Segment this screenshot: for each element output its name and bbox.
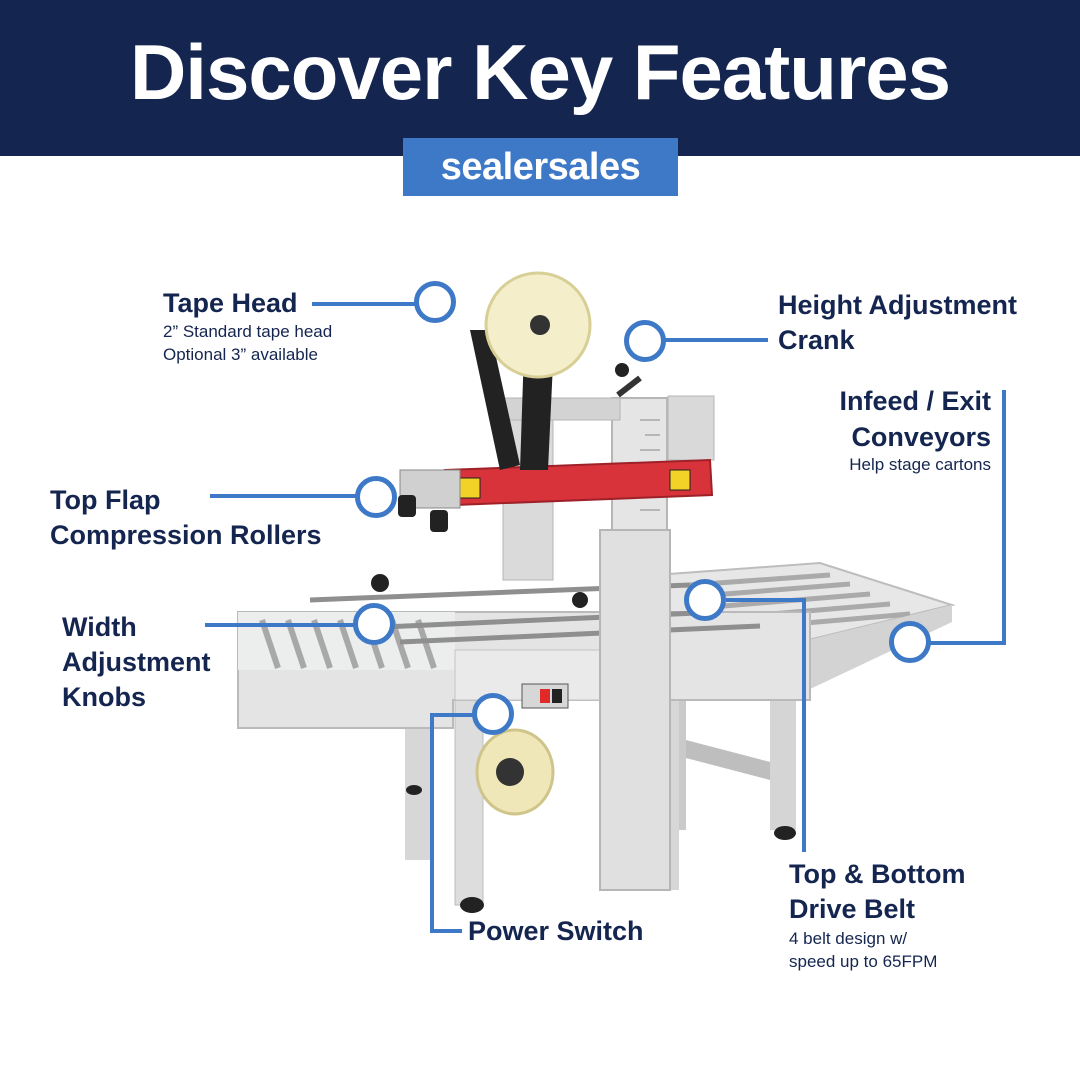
tape-head-arm: [470, 330, 520, 470]
drive-belt-detail-2: speed up to 65FPM: [789, 952, 938, 971]
top-flap-title-1: Top Flap: [50, 485, 161, 515]
tape-head-detail-1: 2” Standard tape head: [163, 322, 333, 341]
compression-roller: [398, 495, 416, 517]
leg-foot-3: [406, 785, 422, 795]
drive-belt-hotspot[interactable]: [684, 579, 726, 621]
height-crank-connector: [664, 338, 768, 342]
infeed-exit-title-1: Infeed / Exit: [839, 386, 991, 416]
height-adjustment-title-2: Crank: [778, 325, 855, 355]
top-tape-hub: [530, 315, 550, 335]
tape-head-detail-2: Optional 3” available: [163, 345, 318, 364]
tape-head-hotspot[interactable]: [414, 281, 456, 323]
rear-cross-brace: [686, 740, 770, 780]
front-left-leg: [454, 699, 484, 906]
compression-roller-2: [430, 510, 448, 532]
warning-label: [459, 477, 481, 499]
infeed-exit-connector-vertical: [1002, 390, 1006, 644]
width-adjustment-connector: [205, 623, 357, 627]
width-knob: [371, 574, 389, 592]
infeed-exit-connector-horizontal: [930, 641, 1006, 645]
power-switch-connector-end: [430, 929, 462, 933]
leg-foot-2: [774, 826, 796, 840]
height-crank-hotspot[interactable]: [624, 320, 666, 362]
drive-belt-connector-vertical: [802, 598, 806, 852]
drive-belt-connector-horizontal: [726, 598, 806, 602]
drive-belt-title-1: Top & Bottom: [789, 859, 966, 889]
power-switch-hotspot[interactable]: [472, 693, 514, 735]
power-switch-connector-horizontal: [430, 713, 474, 717]
infeed-exit-title-2: Conveyors: [851, 422, 991, 452]
top-flap-connector: [210, 494, 358, 498]
rear-right-leg-2: [770, 690, 796, 830]
height-adjustment-title-1: Height Adjustment: [778, 290, 1017, 320]
brand-logo: sealersales: [403, 138, 678, 196]
height-crank-handle: [615, 363, 629, 377]
warning-label-2: [669, 469, 691, 491]
drive-belt-title-2: Drive Belt: [789, 894, 916, 924]
width-adjustment-title-3: Knobs: [62, 682, 146, 712]
width-knob-2: [572, 592, 588, 608]
power-switch-connector-vertical: [430, 713, 434, 933]
drive-belt-detail-1: 4 belt design w/: [789, 929, 908, 948]
leg-foot: [460, 897, 484, 913]
top-flap-title-2: Compression Rollers: [50, 520, 322, 550]
page-title: Discover Key Features: [129, 28, 951, 116]
power-switch-title: Power Switch: [468, 916, 644, 946]
infeed-exit-detail: Help stage cartons: [849, 455, 991, 474]
tape-head-connector: [312, 302, 422, 306]
column-cap: [667, 395, 715, 461]
header-banner: [0, 0, 1080, 156]
top-flap-hotspot[interactable]: [355, 476, 397, 518]
infeed-exit-hotspot[interactable]: [889, 621, 931, 663]
right-column: [599, 529, 671, 891]
height-crank-arm: [616, 375, 642, 398]
infeed-conveyor-rollers: [259, 619, 437, 669]
power-switch-red: [540, 689, 550, 703]
width-adjustment-title-2: Adjustment: [62, 647, 211, 677]
power-switch-black: [552, 689, 562, 703]
width-adjustment-title-1: Width: [62, 612, 137, 642]
bottom-tape-hub: [496, 758, 524, 786]
width-adjustment-hotspot[interactable]: [353, 603, 395, 645]
tape-head-title: Tape Head: [163, 288, 298, 318]
